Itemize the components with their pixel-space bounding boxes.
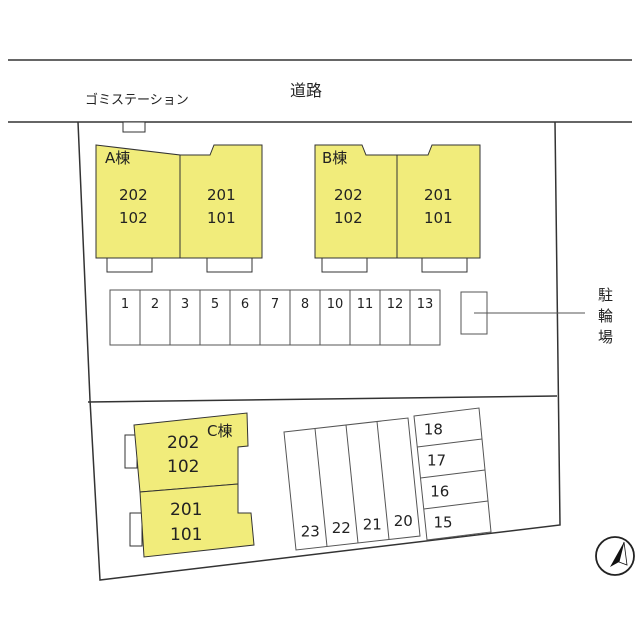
parking-space bbox=[139, 289, 171, 346]
parking-space-number: 13 bbox=[417, 297, 434, 312]
parking-space-number: 2 bbox=[151, 297, 159, 312]
parking-divider bbox=[417, 438, 483, 448]
building-c-name: C棟 bbox=[207, 422, 232, 440]
building-b-unit-upper: 202 bbox=[334, 186, 363, 204]
building-c-unit-lower: 102 bbox=[167, 457, 199, 477]
parking-space-number: 1 bbox=[121, 297, 129, 312]
parking-space-number: 18 bbox=[424, 420, 443, 438]
building-a-balcony-right bbox=[206, 257, 253, 273]
parking-space bbox=[379, 289, 411, 346]
parking-divider bbox=[345, 424, 359, 544]
parking-bottom-horizontal: 18 17 16 15 bbox=[413, 407, 492, 541]
building-a-unit-upper: 201 bbox=[207, 186, 236, 204]
site-divider bbox=[87, 395, 558, 403]
building-b-name: B棟 bbox=[322, 149, 347, 167]
building-c-unit-lower bbox=[139, 483, 255, 558]
parking-divider bbox=[314, 428, 328, 547]
parking-space bbox=[199, 289, 231, 346]
garbage-station-label: ゴミステーション bbox=[85, 92, 189, 108]
building-a-unit-right bbox=[179, 144, 263, 259]
building-c-unit-lower: 101 bbox=[170, 525, 202, 545]
building-a: A棟 202 102 201 101 bbox=[95, 144, 263, 273]
building-a-unit-lower: 102 bbox=[119, 209, 148, 227]
parking-space-number: 22 bbox=[332, 519, 351, 537]
building-c-unit-upper: 202 bbox=[167, 433, 199, 453]
parking-space bbox=[409, 289, 441, 346]
parking-space bbox=[319, 289, 351, 346]
parking-space-number: 5 bbox=[211, 297, 219, 312]
parking-space-number: 21 bbox=[363, 515, 382, 533]
bicycle-parking-label-char: 場 bbox=[598, 328, 613, 346]
parking-divider bbox=[376, 421, 390, 540]
parking-space-number: 17 bbox=[427, 451, 446, 469]
parking-space-number: 8 bbox=[301, 297, 309, 312]
north-arrow-icon bbox=[595, 536, 635, 576]
parking-space-number: 6 bbox=[241, 297, 249, 312]
building-b-balcony-right bbox=[421, 257, 468, 273]
parking-space bbox=[259, 289, 291, 346]
parking-space-number: 12 bbox=[387, 297, 404, 312]
building-b-unit-lower: 101 bbox=[424, 209, 453, 227]
building-a-unit-upper: 202 bbox=[119, 186, 148, 204]
site-boundary bbox=[77, 121, 561, 581]
building-b-balcony-left bbox=[321, 257, 368, 273]
building-a-unit-lower: 101 bbox=[207, 209, 236, 227]
parking-bottom-vertical: 23 22 21 20 bbox=[283, 417, 421, 551]
parking-space-number: 20 bbox=[394, 512, 413, 530]
parking-space-number: 23 bbox=[301, 522, 320, 540]
building-a-name: A棟 bbox=[105, 149, 130, 167]
road-label: 道路 bbox=[290, 81, 322, 100]
bicycle-parking-label-char: 駐 bbox=[598, 286, 613, 304]
parking-space-number: 3 bbox=[181, 297, 189, 312]
building-c-unit-upper: 201 bbox=[170, 500, 202, 520]
parking-space-number: 10 bbox=[327, 297, 344, 312]
bicycle-parking-label-char: 輪 bbox=[598, 307, 613, 325]
parking-divider bbox=[420, 469, 486, 479]
building-b-unit-upper: 201 bbox=[424, 186, 453, 204]
building-b-unit-right bbox=[396, 144, 481, 259]
parking-space-number: 7 bbox=[271, 297, 279, 312]
parking-divider bbox=[423, 500, 489, 510]
garbage-station bbox=[122, 121, 146, 133]
building-b: B棟 202 102 201 101 bbox=[314, 144, 481, 273]
building-b-unit-lower: 102 bbox=[334, 209, 363, 227]
building-c-balcony-lower bbox=[129, 512, 143, 547]
building-a-balcony-left bbox=[106, 257, 153, 273]
parking-space-number: 16 bbox=[430, 482, 449, 500]
parking-space-number: 15 bbox=[433, 513, 452, 531]
parking-space-number: 11 bbox=[357, 297, 374, 312]
building-c: C棟 202 102 201 101 bbox=[124, 412, 255, 558]
